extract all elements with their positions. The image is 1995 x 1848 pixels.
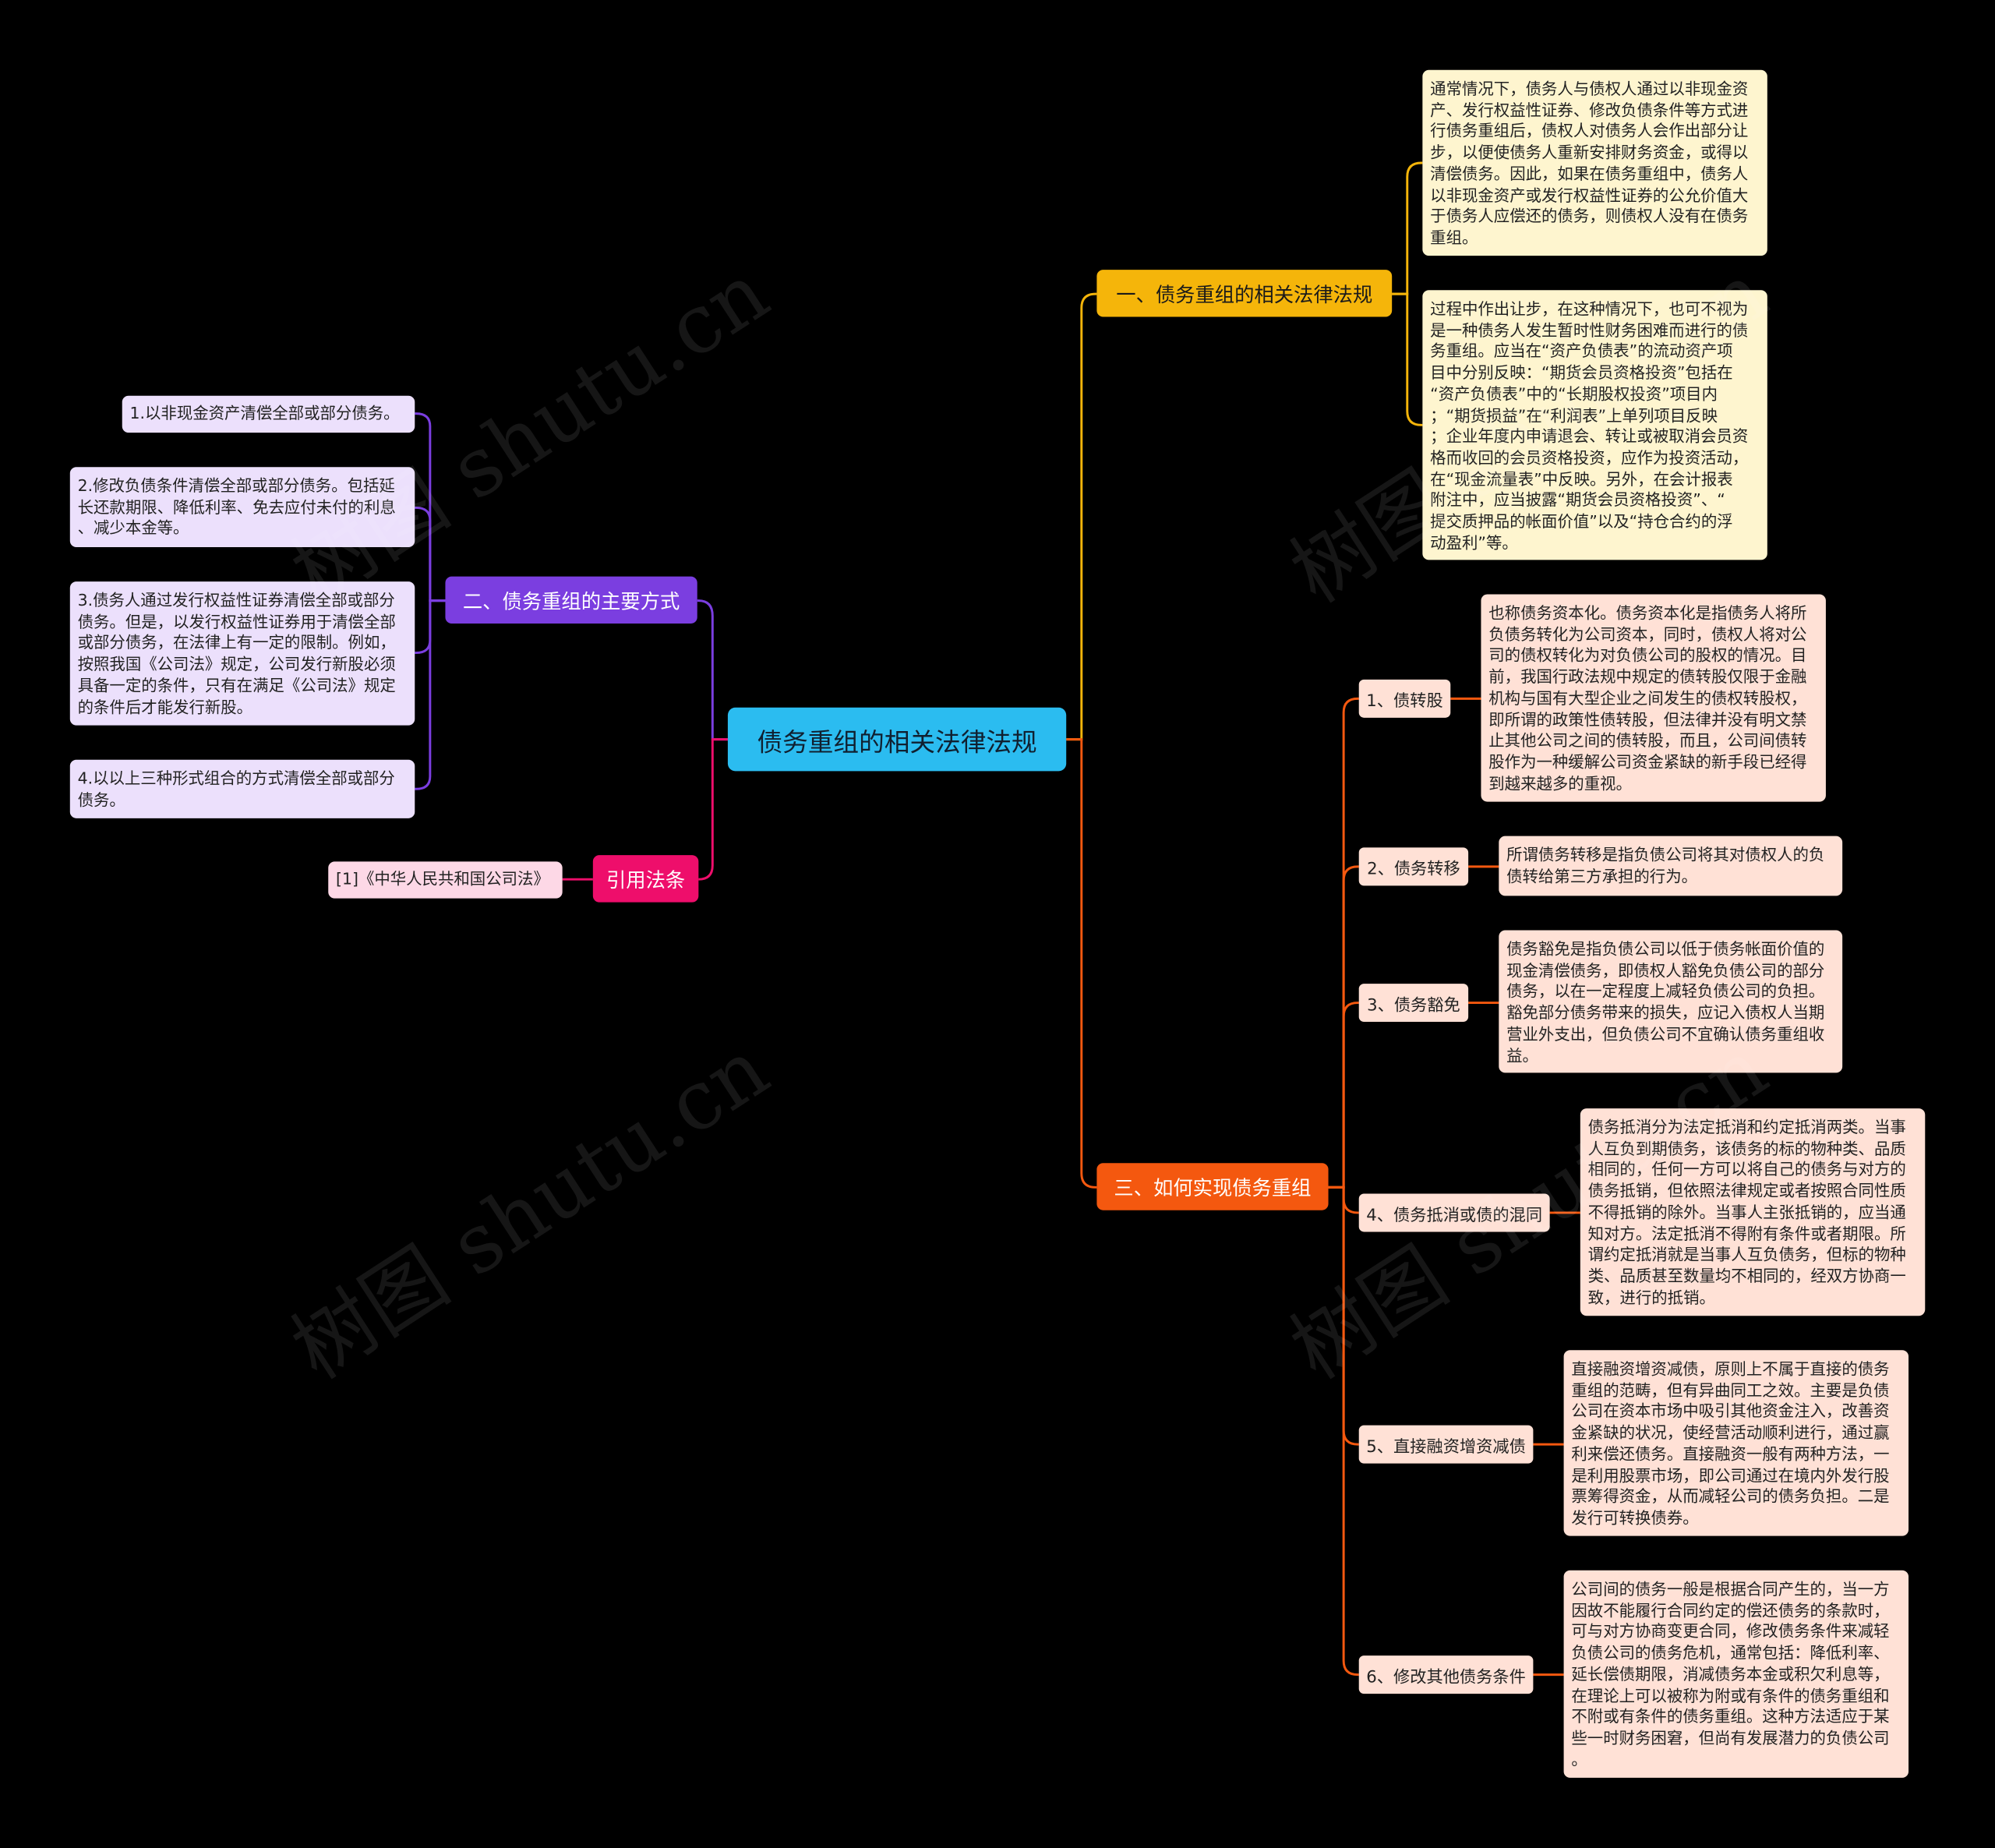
how-item-4-desc[interactable]: 债务抵消分为法定抵消和约定抵消两类。当事 人互负到期债务，该债务的标的物种类、品… bbox=[1580, 1108, 1926, 1316]
connector-how-3 bbox=[1328, 1002, 1359, 1189]
how-item-6-desc[interactable]: 公司间的债务一般是根据合同产生的，当一方 因故不能履行合同约定的偿还债务的条款时… bbox=[1563, 1570, 1909, 1778]
connector-methods-4 bbox=[415, 599, 446, 790]
root-topic[interactable]: 债务重组的相关法律法规 bbox=[727, 707, 1067, 772]
connector-root-how bbox=[1066, 738, 1097, 1189]
connector-how-2 bbox=[1328, 865, 1359, 1189]
citation-item[interactable]: [1]《中华人民共和国公司法》 bbox=[328, 861, 563, 899]
legal-paragraph-2[interactable]: 过程中作出让步，在这种情况下，也可不视为 是一种债务人发生暂时性财务困难而进行的… bbox=[1422, 290, 1767, 560]
branch-citation[interactable]: 引用法条 bbox=[592, 855, 699, 903]
how-item-3-desc[interactable]: 债务豁免是指负债公司以低于债务帐面价值的 现金清偿债务，即债权人豁免负债公司的部… bbox=[1499, 930, 1843, 1073]
branch-methods[interactable]: 二、债务重组的主要方式 bbox=[445, 576, 697, 624]
method-item-4[interactable]: 4.以以上三种形式组合的方式清偿全部或部分 债务。 bbox=[69, 759, 415, 818]
connector-methods-1 bbox=[415, 412, 446, 602]
how-item-5-desc[interactable]: 直接融资增资减债，原则上不属于直接的债务 重组的范畴，但有异曲同工之效。主要是负… bbox=[1563, 1350, 1909, 1536]
connector-legal-p1 bbox=[1392, 161, 1423, 295]
branch-legal[interactable]: 一、债务重组的相关法律法规 bbox=[1096, 270, 1393, 317]
how-item-1[interactable]: 1、债转股 bbox=[1358, 679, 1451, 718]
how-item-2[interactable]: 2、债务转移 bbox=[1358, 847, 1469, 886]
how-item-3[interactable]: 3、债务豁免 bbox=[1358, 984, 1469, 1023]
connector-how-6 bbox=[1328, 1185, 1359, 1677]
legal-paragraph-1[interactable]: 通常情况下，债务人与债权人通过以非现金资 产、发行权益性证券、修改负债条件等方式… bbox=[1422, 69, 1767, 256]
connector-how-1 bbox=[1328, 697, 1359, 1189]
how-item-1-desc[interactable]: 也称债务资本化。债务资本化是指债务人将所 负债务转化为公司资本，同时，债权人将对… bbox=[1481, 594, 1826, 802]
method-item-1[interactable]: 1.以非现金资产清偿全部或部分债务。 bbox=[122, 395, 415, 433]
how-item-4[interactable]: 4、债务抵消或债的混同 bbox=[1358, 1193, 1550, 1232]
connector-legal-p2 bbox=[1392, 292, 1423, 426]
connector-root-methods bbox=[697, 599, 728, 741]
connector-root-citation bbox=[698, 738, 728, 881]
how-item-6[interactable]: 6、修改其他债务条件 bbox=[1358, 1655, 1534, 1694]
how-item-5[interactable]: 5、直接融资增资减债 bbox=[1358, 1425, 1534, 1464]
connector-methods-2 bbox=[415, 506, 446, 602]
method-item-3[interactable]: 3.债务人通过发行权益性证券清偿全部或部分 债务。但是，以发行权益性证券用于清偿… bbox=[69, 581, 415, 726]
how-item-2-desc[interactable]: 所谓债务转移是指负债公司将其对债权人的负 债转给第三方承担的行为。 bbox=[1499, 836, 1843, 896]
branch-how[interactable]: 三、如何实现债务重组 bbox=[1096, 1163, 1329, 1210]
connector-root-legal bbox=[1066, 292, 1097, 741]
method-item-2[interactable]: 2.修改负债条件清偿全部或部分债务。包括延 长还款期限、降低利率、免去应付未付的… bbox=[69, 467, 415, 548]
